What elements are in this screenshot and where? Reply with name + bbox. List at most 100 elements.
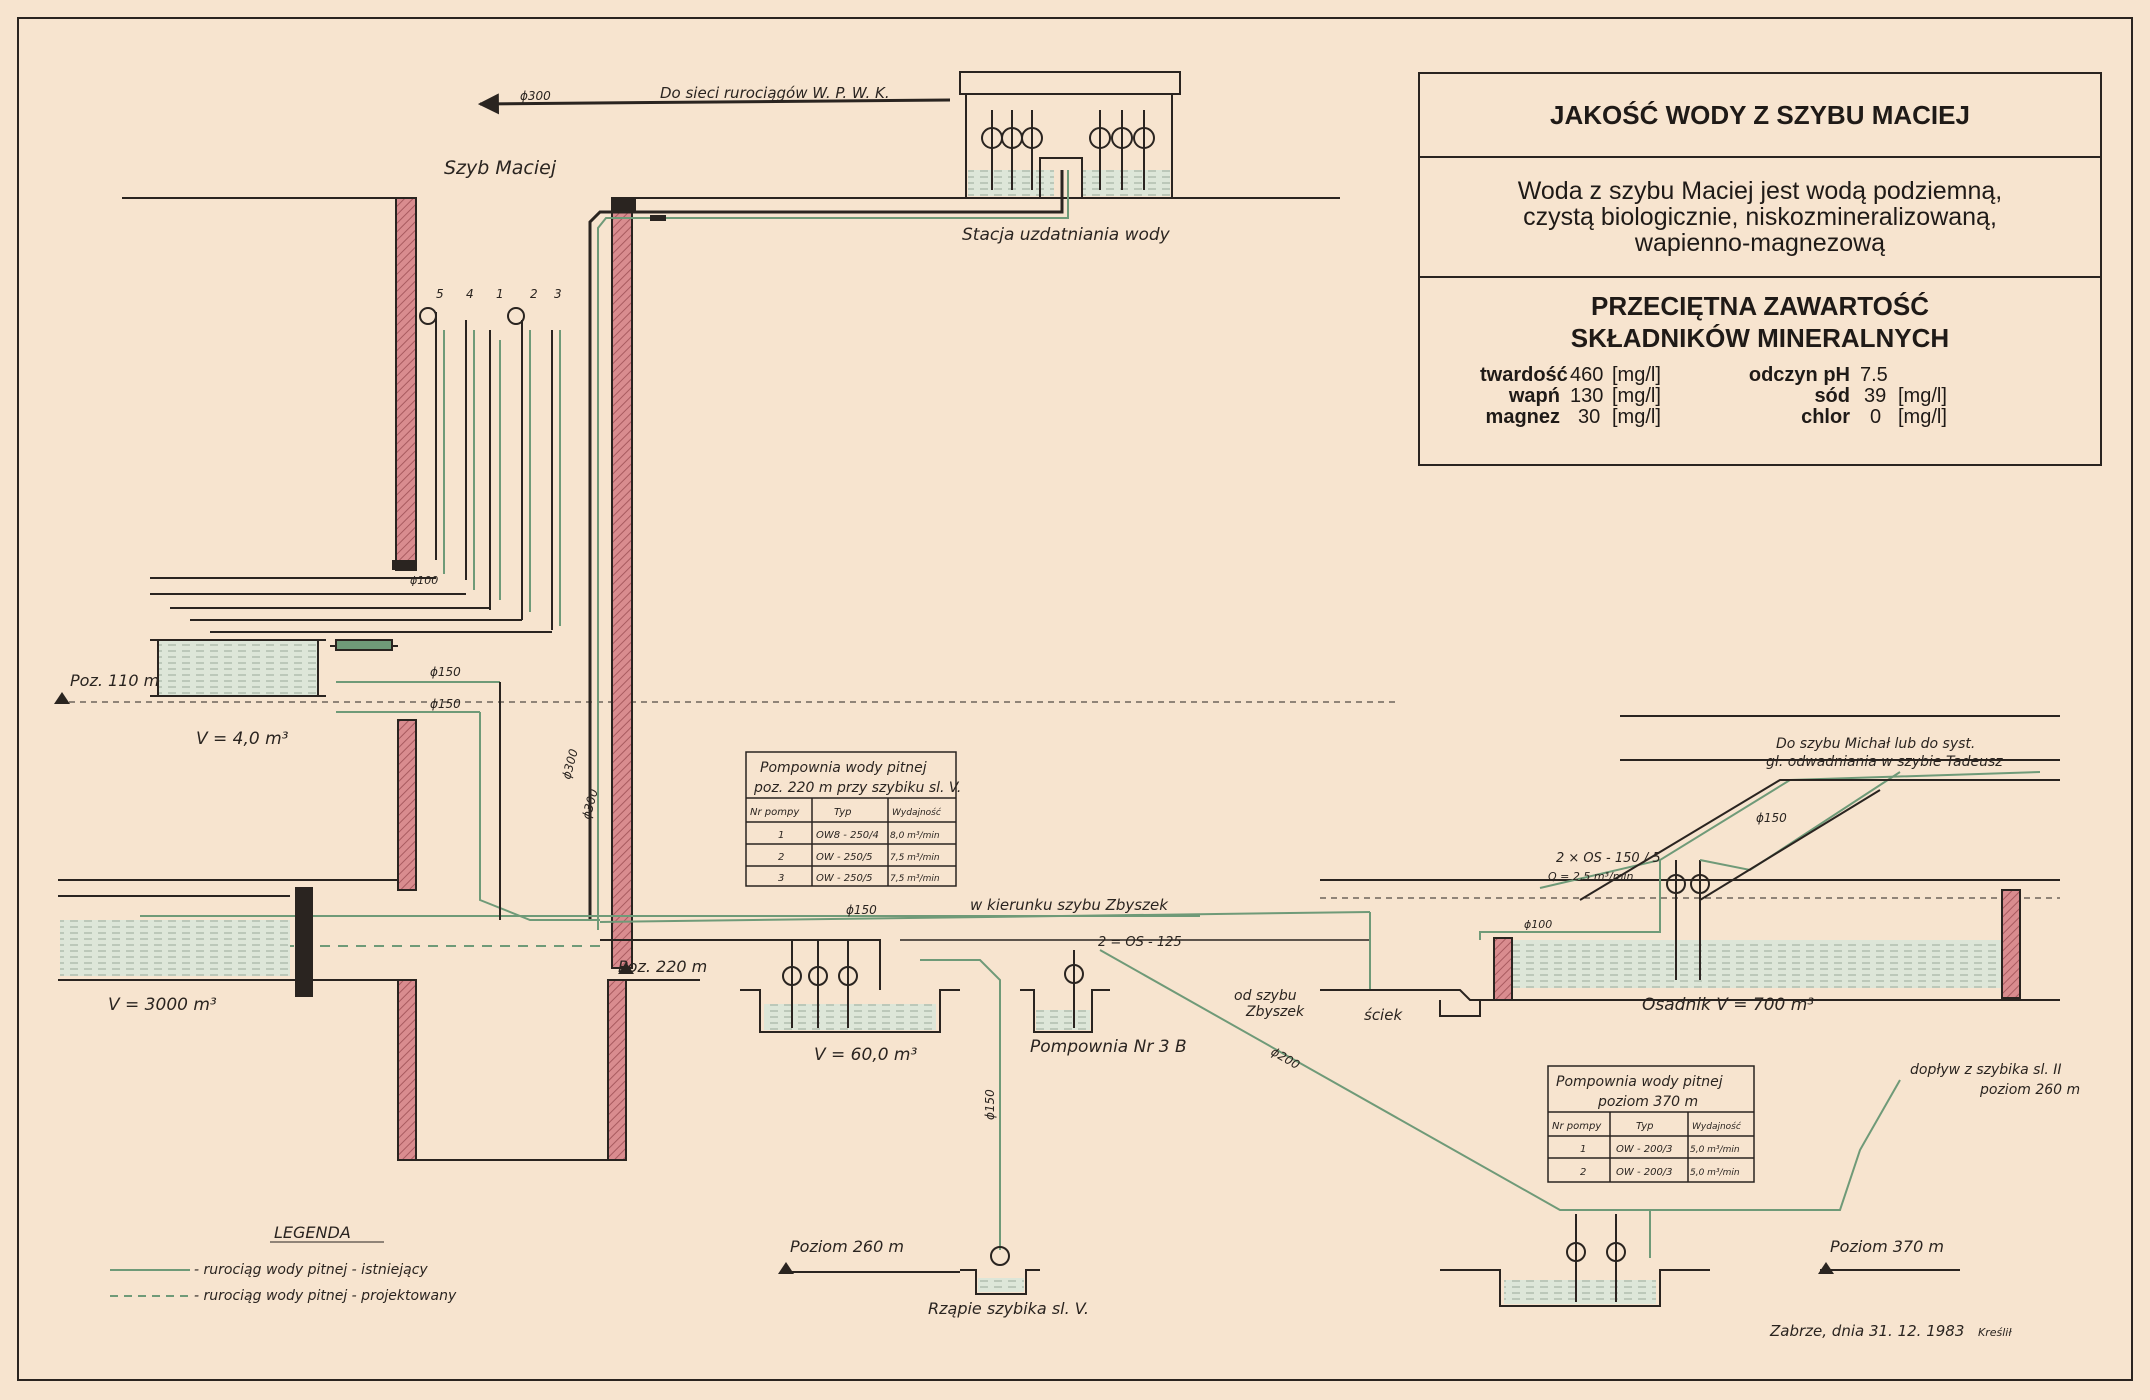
t220-r3c1: 3: [778, 873, 784, 884]
label-doplyw2: poziom 260 m: [1979, 1082, 2080, 1098]
mineral-name: magnez: [1485, 406, 1560, 428]
label-num-1: 1: [496, 287, 504, 301]
panel-title: JAKOŚĆ WODY Z SZYBU MACIEJ: [1420, 74, 2100, 158]
label-leg1: - rurociąg wody pitnej - istniejący: [194, 1262, 428, 1278]
label-legenda: LEGENDA: [274, 1223, 351, 1242]
label-os150-1: 2 × OS - 150 / 5: [1556, 851, 1661, 866]
label-michal1: Do szybu Michał lub do syst.: [1776, 736, 1975, 752]
label-poz220: Poz. 220 m: [618, 957, 707, 976]
label-phi150-d: ϕ150: [983, 1089, 997, 1120]
label-phi100: ϕ100: [410, 574, 438, 587]
mineral-value: 7.5: [1860, 364, 1888, 386]
label-wpwk: Do sieci rurociągów W. P. W. K.: [660, 84, 890, 102]
label-leg2: - rurociąg wody pitnej - projektowany: [194, 1288, 457, 1304]
t370-r2c3: 5,0 m³/min: [1690, 1168, 1740, 1178]
mineral-value: 30: [1578, 406, 1601, 428]
t220-r3c3: 7,5 m³/min: [890, 874, 940, 884]
right-diagonals: [1579, 779, 2060, 901]
mineral-unit: [mg/l]: [1612, 385, 1661, 407]
t370-h2: Typ: [1636, 1121, 1654, 1132]
t370-title2: poziom 370 m: [1597, 1094, 1698, 1110]
water-quality-panel: JAKOŚĆ WODY Z SZYBU MACIEJ Woda z szybu …: [1418, 72, 2102, 466]
t220-title2: poz. 220 m przy szybiku sl. V.: [753, 780, 961, 796]
label-os150-2: Q = 2,5 m³/min: [1548, 870, 1633, 883]
label-phi150-e: ϕ150: [1756, 811, 1787, 825]
shaft-instrument-lines-green: [443, 330, 561, 626]
mineral-value: 130: [1570, 385, 1604, 407]
mineral-unit: [mg/l]: [1898, 385, 1947, 407]
t220-r1c3: 8,0 m³/min: [890, 831, 940, 841]
pump-station-220: [740, 940, 1110, 1033]
label-scick: ściek: [1364, 1006, 1403, 1024]
label-num-3: 3: [554, 287, 562, 301]
label-num-4: 4: [466, 287, 474, 301]
t220-r1c2: OW8 - 250/4: [816, 830, 879, 841]
t220-r2c2: OW - 250/5: [816, 852, 873, 863]
pipe-phi200: [1099, 949, 1901, 1258]
t220-h2: Typ: [834, 807, 852, 818]
t220-r1c1: 1: [778, 830, 784, 841]
level-markers: [54, 692, 1834, 1274]
label-rzapie: Rząpie szybika sl. V.: [928, 1299, 1089, 1318]
label-michal2: gł. odwadniania w szybie Tadeusz: [1766, 754, 2003, 770]
mineral-name: twardość: [1480, 364, 1568, 386]
label-phi150-b: ϕ150: [430, 697, 461, 711]
mineral-value: 460: [1570, 364, 1604, 386]
label-phi100-b: ϕ100: [1524, 918, 1552, 931]
table-220: [745, 751, 957, 887]
mineral-unit: [mg/l]: [1612, 406, 1661, 428]
table-370: [1547, 1065, 1755, 1183]
t220-h3: Wydajność: [892, 807, 942, 818]
label-poz110: Poz. 110 m: [70, 671, 159, 690]
mineral-name: wapń: [1508, 385, 1560, 407]
pipe-to-wpwk: [477, 93, 951, 115]
panel-subtitle-line1: PRZECIĘTNA ZAWARTOŚĆ: [1590, 291, 1929, 321]
label-osadnik: Osadnik V = 700 m³: [1642, 995, 1814, 1015]
level-220-pipes: [140, 682, 1371, 990]
label-phi200: ϕ200: [1269, 1044, 1303, 1072]
pump-station-370: [1440, 1214, 1960, 1307]
label-v4: V = 4,0 m³: [196, 729, 289, 749]
mineral-unit: [mg/l]: [1898, 406, 1947, 428]
t220-r2c3: 7,5 m³/min: [890, 853, 940, 863]
sheet-frame: [17, 17, 2133, 1381]
t370-r1c3: 5,0 m³/min: [1690, 1145, 1740, 1155]
label-phi150-a: ϕ150: [430, 665, 461, 679]
panel-subtitle-line2: SKŁADNIKÓW MINERALNYCH: [1570, 323, 1950, 353]
mineral-unit: [mg/l]: [1612, 364, 1661, 386]
label-szyb: Szyb Maciej: [444, 157, 557, 179]
mineral-value: 39: [1864, 385, 1887, 407]
label-v60: V = 60,0 m³: [814, 1045, 917, 1065]
t220-h1: Nr pompy: [750, 807, 800, 818]
mineral-value: 0: [1870, 406, 1882, 428]
t370-h1: Nr pompy: [1552, 1121, 1602, 1132]
t220-r2c1: 2: [778, 852, 784, 863]
label-kreslil: Kreślił: [1978, 1326, 2012, 1339]
label-poziom260: Poziom 260 m: [790, 1237, 904, 1256]
t370-r1c1: 1: [1580, 1144, 1586, 1155]
label-pompownia3b: Pompownia Nr 3 B: [1030, 1037, 1187, 1057]
shaft-instrument-lines: [150, 307, 553, 633]
label-station: Stacja uzdatniania wody: [962, 225, 1171, 245]
mineral-name: chlor: [1801, 406, 1850, 428]
label-phi150-c: ϕ150: [846, 903, 877, 917]
label-doplyw1: dopływ z szybika sl. II: [1910, 1062, 2062, 1078]
t370-r2c2: OW - 200/3: [1616, 1167, 1673, 1178]
riser-pipes: [588, 170, 1069, 930]
mineral-name: odczyn pH: [1748, 364, 1850, 386]
label-zbyszek: w kierunku szybu Zbyszek: [970, 896, 1169, 914]
water-treatment-station: [959, 71, 1181, 199]
label-v3000: V = 3000 m³: [108, 995, 217, 1015]
t220-r3c2: OW - 250/5: [816, 873, 873, 884]
label-z03: 2 = OS - 125: [1098, 935, 1182, 950]
label-num-5: 5: [436, 287, 444, 301]
mineral-name: sód: [1814, 385, 1850, 407]
label-phi300-a: ϕ300: [559, 747, 581, 781]
reservoir-3000: [58, 887, 313, 997]
label-od-szybu: od szybu: [1234, 988, 1297, 1004]
settlement-tank: [1320, 715, 2060, 1017]
t220-title1: Pompownia wody pitnej: [760, 760, 927, 776]
label-poziom370: Poziom 370 m: [1830, 1237, 1944, 1256]
label-num-2: 2: [530, 287, 538, 301]
